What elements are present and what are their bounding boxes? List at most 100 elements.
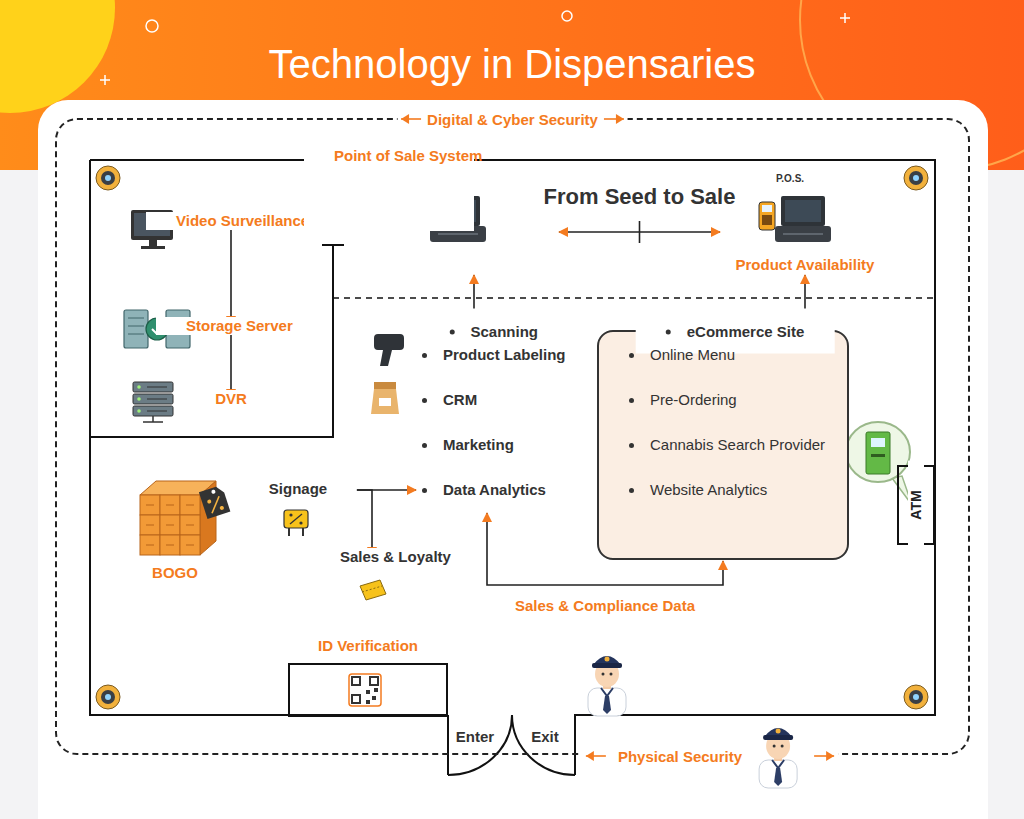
node-label: DVR	[185, 390, 277, 408]
atm-bubble	[846, 422, 912, 505]
coupon-icon	[360, 580, 386, 600]
register-icon	[762, 215, 772, 225]
register-icon	[785, 200, 821, 222]
camera-icon	[904, 166, 928, 190]
page-title: Technology in Dispensaries	[0, 42, 1024, 87]
box-stack-icon	[186, 545, 194, 546]
node-label: Signage	[239, 480, 357, 498]
guard-figure	[766, 733, 790, 759]
monitor-icon	[149, 240, 157, 246]
atm-bubble	[846, 422, 910, 482]
guard-figure	[588, 656, 626, 716]
edge-label: From Seed to Sale	[541, 184, 739, 210]
zone-heading: Digital & Cyber Security	[397, 111, 628, 128]
camera-icon	[96, 685, 120, 709]
atm-bubble	[871, 454, 885, 457]
guard-figure	[602, 673, 605, 676]
guard-figure	[605, 657, 610, 662]
qr-code-icon	[370, 677, 378, 685]
guard-figure	[610, 673, 613, 676]
zone-arrow	[586, 755, 606, 757]
box-stack-icon	[160, 515, 180, 535]
sign-icon	[284, 510, 308, 528]
header-ring	[146, 20, 158, 32]
qr-code-icon	[349, 674, 381, 706]
list-item: Website Analytics	[629, 467, 847, 512]
divider-tick	[639, 221, 641, 243]
camera-icon	[101, 171, 115, 185]
zone-arrow	[586, 751, 606, 761]
price-tag-icon	[219, 505, 224, 510]
scanner-icon	[374, 334, 404, 366]
box-stack-icon	[160, 535, 180, 555]
zone-arrow	[401, 118, 421, 120]
box-stack-icon	[140, 481, 230, 555]
box-stack-icon	[166, 525, 174, 526]
bag-icon	[374, 382, 396, 389]
camera-icon	[909, 171, 923, 185]
dvr-icon	[137, 385, 141, 389]
guard-figure	[601, 688, 613, 696]
bag-icon	[371, 382, 399, 414]
sign-icon	[299, 521, 302, 524]
box-label: ATM	[908, 460, 924, 549]
register-icon	[762, 205, 772, 212]
dvr-icon	[137, 397, 141, 401]
monitor-icon	[141, 246, 165, 249]
box-stack-icon	[166, 545, 174, 546]
list-item: Product Labeling	[418, 332, 570, 377]
register-icon	[759, 202, 775, 230]
connector-arrow	[230, 224, 232, 325]
header-plus	[840, 13, 850, 23]
box-stack-icon	[140, 515, 160, 535]
sign-icon	[290, 514, 302, 524]
list-item: Pre-Ordering	[629, 377, 847, 422]
zone-arrow	[401, 114, 409, 124]
coupon-icon	[362, 586, 382, 592]
price-tag-icon	[199, 485, 230, 519]
server-icon	[128, 318, 144, 319]
pos-node: Point of Sale System	[389, 190, 559, 275]
box-stack-icon	[180, 495, 200, 515]
list-item: Data Analytics	[418, 467, 570, 512]
guard-figure	[772, 760, 784, 768]
register-icon	[781, 196, 825, 226]
camera-icon	[96, 166, 120, 190]
camera-icon	[105, 175, 111, 181]
store-wall	[90, 160, 935, 775]
box-stack-icon	[146, 525, 154, 526]
id-desk: ID Verification	[288, 663, 448, 717]
qr-code-icon	[366, 690, 370, 694]
guard-figure	[759, 728, 797, 788]
feature-list: ScanningProduct LabelingCRMMarketingData…	[418, 332, 570, 512]
camera-icon	[904, 166, 928, 190]
door-label: Exit	[531, 728, 559, 745]
guard-figure	[774, 768, 782, 786]
server-icon	[128, 326, 144, 327]
camera-icon	[96, 685, 120, 709]
price-tag-icon	[211, 489, 216, 494]
list-item: Marketing	[418, 422, 570, 467]
zone-arrow	[586, 751, 594, 761]
dvr-icon	[147, 387, 167, 388]
guard-figure	[781, 745, 784, 748]
guard-figure	[759, 760, 797, 788]
camera-icon	[909, 690, 923, 704]
box-stack-icon	[160, 495, 180, 515]
price-tag-icon	[207, 499, 212, 504]
box-stack-icon	[180, 535, 200, 555]
camera-icon	[904, 685, 928, 709]
box-stack-icon	[186, 505, 194, 506]
zone-arrow	[401, 114, 421, 124]
box-stack-icon	[140, 495, 160, 515]
dvr-icon	[133, 382, 173, 392]
dvr-icon	[133, 394, 173, 404]
header-circle	[0, 0, 115, 113]
header-plus	[100, 75, 110, 85]
node-label: Sales & Loyalty	[310, 548, 434, 566]
guard-figure	[764, 728, 792, 737]
ecommerce-box: eCommerce SiteOnline MenuPre-OrderingCan…	[597, 330, 849, 560]
zone-arrow	[814, 751, 834, 761]
